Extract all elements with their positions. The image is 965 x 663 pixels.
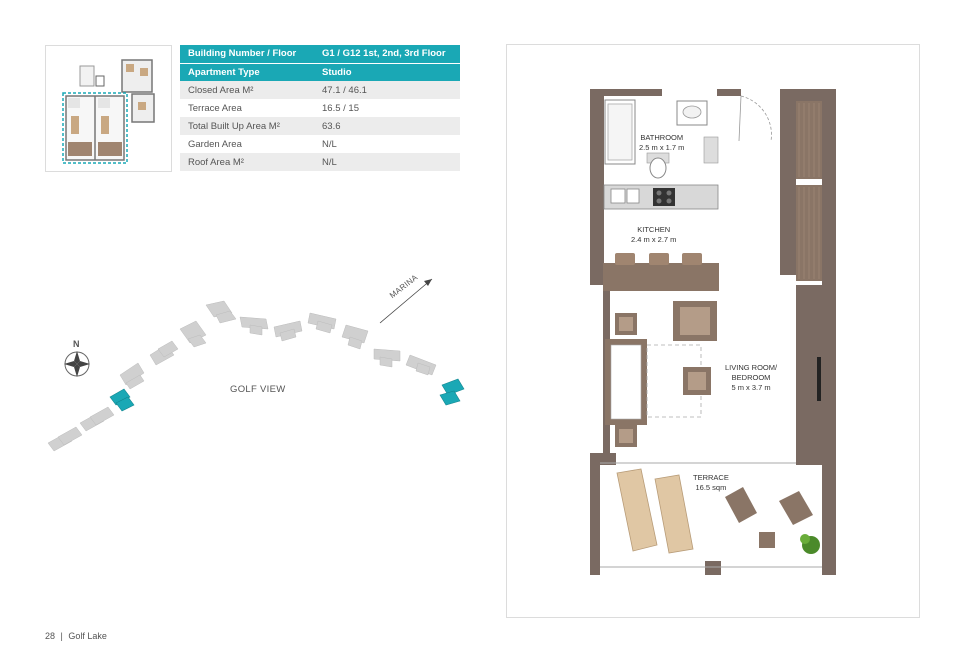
building-block [307,312,337,334]
marina-arrow-icon [379,278,433,324]
page-footer: 28 | Golf Lake [45,631,107,641]
bathroom-fixtures [604,95,772,179]
bathroom-label: BATHROOM 2.5 m x 1.7 m [639,133,684,153]
highlighted-building [109,388,135,412]
highlighted-building [439,378,465,406]
terrace-label: TERRACE 16.5 sqm [693,473,729,493]
table-header-row: Building Number / Floor G1 / G12 1st, 2n… [180,45,460,64]
table-row: Total Built Up Area M² 63.6 [180,117,460,135]
room-name: TERRACE [693,473,729,482]
footer-separator: | [60,631,63,641]
table-row: Garden Area N/L [180,135,460,153]
room-size: 2.4 m x 2.7 m [631,235,677,244]
room-size: 5 m x 3.7 m [731,383,771,392]
room-size: 2.5 m x 1.7 m [639,143,685,152]
room-name: BEDROOM [731,373,771,382]
building-block [239,316,269,336]
table-header-value: G1 / G12 1st, 2nd, 3rd Floor [314,45,460,64]
building-block [119,362,145,390]
table-cell-value: 16.5 / 15 [322,102,359,114]
building-block [373,348,401,368]
table-header-label: Apartment Type [180,63,314,81]
table-header-row: Apartment Type Studio [180,63,460,81]
table-header-label: Building Number / Floor [180,45,314,64]
building-block [179,320,207,348]
table-cell-value: N/L [322,138,337,150]
table-cell-label: Total Built Up Area M² [180,117,314,135]
room-size: 16.5 sqm [695,483,727,492]
floor-plan-frame: BATHROOM 2.5 m x 1.7 m KITCHEN 2.4 m x 2… [506,44,920,618]
kitchen-counter [603,184,719,210]
table-cell-label: Garden Area [188,138,242,150]
apartment-spec-table: Building Number / Floor G1 / G12 1st, 2n… [180,45,460,171]
table-cell-label: Closed Area M² [180,81,314,99]
key-plan-thumbnail [45,45,172,172]
living-furniture [605,301,821,447]
room-name: KITCHEN [637,225,671,234]
table-cell-value: N/L [314,153,460,171]
table-row: Roof Area M² N/L [180,153,460,171]
kitchen-label: KITCHEN 2.4 m x 2.7 m [631,225,676,245]
compass-icon [64,351,90,377]
building-block [47,426,83,452]
site-map-drawing [47,278,465,452]
golf-view-label: GOLF VIEW [230,384,286,395]
room-name: LIVING ROOM/ [725,363,778,372]
north-label: N [73,339,80,349]
building-block [79,406,115,432]
table-cell-label: Roof Area M² [180,153,314,171]
table-cell-label: Terrace Area [188,102,242,114]
page-number: 28 [45,631,56,641]
bar-counter [603,253,719,291]
room-name: BATHROOM [640,133,684,142]
key-plan-drawing [62,59,155,164]
table-row: Closed Area M² 47.1 / 46.1 [180,81,460,99]
table-row: Terrace Area 16.5 / 15 [180,99,460,117]
building-block [273,320,303,342]
table-header-value: Studio [314,63,460,81]
terrace-furniture [616,468,820,554]
building-block [341,324,369,350]
building-block [205,300,237,324]
building-block [149,340,179,366]
table-cell-value: 63.6 [314,117,460,135]
living-room-label: LIVING ROOM/ BEDROOM 5 m x 3.7 m [725,363,777,393]
building-block [405,354,437,376]
table-cell-value: 47.1 / 46.1 [314,81,460,99]
project-name: Golf Lake [68,631,107,641]
floor-plan-drawing [590,89,836,575]
site-map: N GOLF VIEW MARINA [40,265,480,475]
